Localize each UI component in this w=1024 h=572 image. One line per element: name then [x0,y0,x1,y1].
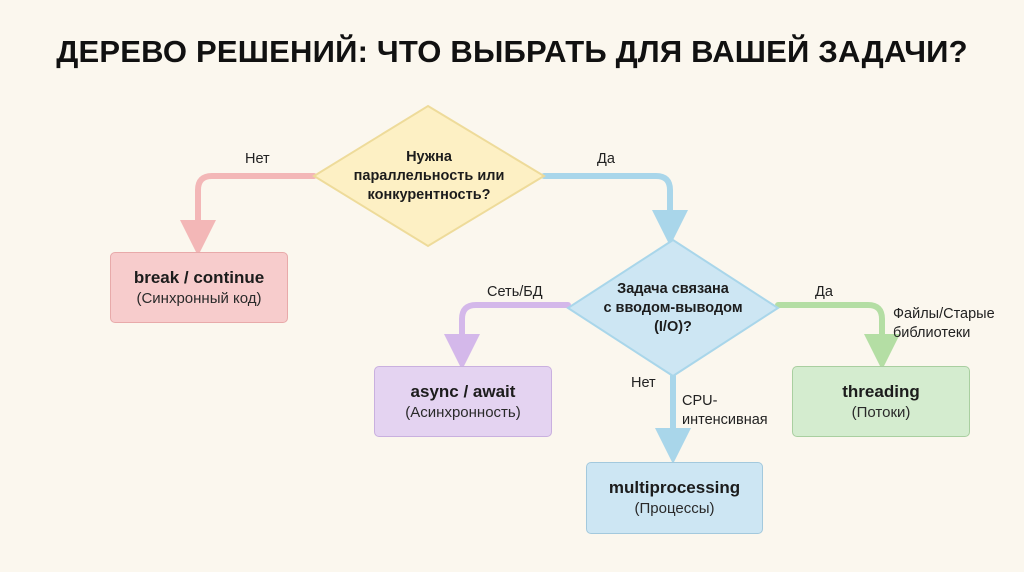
edge-label-d2-left: Сеть/БД [487,284,543,300]
outcome-async: async / await (Асинхронность) [374,366,552,437]
decision-diamond-2 [566,238,780,378]
outcome-multiprocessing-title: multiprocessing [608,478,741,497]
edge-label-d2-down-no: Нет [631,375,656,391]
arrow-d1-no [180,173,317,256]
outcome-multiprocessing-subtitle: (Процессы) [634,500,715,517]
outcome-sync: break / continue (Синхронный код) [110,252,288,323]
outcome-sync-title: break / continue [133,267,265,287]
outcome-threading-title: threading [842,381,920,401]
edge-label-d2-down-note: CPU- интенсивная [682,393,768,428]
decision-2-label: Задача связана с вводом-выводом (I/O)? [603,280,743,335]
edge-label-d1-no: Нет [245,151,270,167]
outcome-async-subtitle: (Асинхронность) [405,403,521,421]
decision-diamond-1 [312,104,546,248]
edge-label-d1-yes: Да [597,151,615,167]
page-title: ДЕРЕВО РЕШЕНИЙ: ЧТО ВЫБРАТЬ ДЛЯ ВАШЕЙ ЗА… [56,34,968,69]
edge-label-d2-right-yes: Да [815,284,833,300]
arrow-d2-left [444,302,571,370]
outcome-multiprocessing: multiprocessing (Процессы) [586,462,763,534]
arrow-d1-yes [541,173,688,246]
outcome-threading-subtitle: (Потоки) [851,403,911,421]
edge-label-d2-right-note: Файлы/Старые библиотеки [893,306,995,341]
outcome-threading: threading (Потоки) [792,366,970,437]
arrow-d2-right [775,302,900,370]
outcome-async-title: async / await [410,381,516,401]
outcome-sync-subtitle: (Синхронный код) [136,289,262,307]
decision-1-label: Нужна параллельность или конкурентность? [353,148,505,203]
